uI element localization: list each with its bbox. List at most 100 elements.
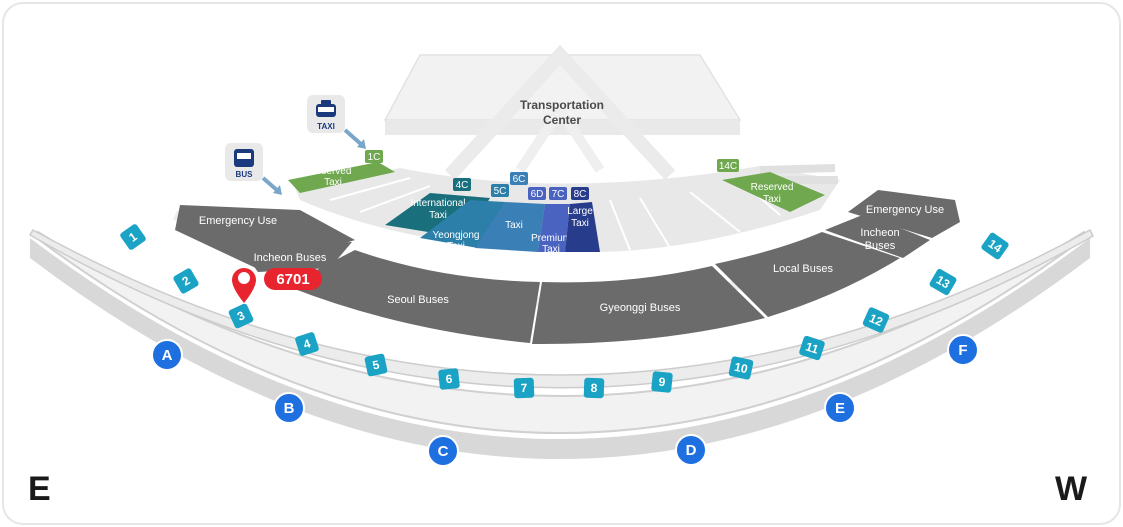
reserved-left-line2: Taxi xyxy=(324,177,342,188)
zone-emergency-right-label: Emergency Use xyxy=(866,204,944,216)
exit-12[interactable]: 12 xyxy=(862,306,890,333)
exit-13[interactable]: 13 xyxy=(928,268,957,296)
door-c-label: C xyxy=(438,443,449,460)
zone-incheon-left-label: Incheon Buses xyxy=(254,252,327,264)
taxi-zones: Reserved Taxi 1C International Taxi 4C Y… xyxy=(288,150,825,255)
large-line1: Large xyxy=(567,206,593,217)
taxi-icon-label: TAXI xyxy=(317,122,335,131)
premium-line2: Taxi xyxy=(542,244,560,255)
tag-8c-label: 8C xyxy=(574,189,587,200)
tag-7c-label: 7C xyxy=(552,189,565,200)
tag-1c xyxy=(365,150,383,163)
exit-2[interactable]: 2 xyxy=(172,267,199,294)
tag-14c-label: 14C xyxy=(719,161,737,172)
zone-incheon-right-line2: Buses xyxy=(865,240,896,252)
reserved-right-line1: Reserved xyxy=(751,182,794,193)
taxi-arrow-head xyxy=(357,139,366,149)
exit-10-label: 10 xyxy=(733,360,749,377)
reserved-left-line1: Reserved xyxy=(309,166,352,177)
zone-large-taxi[interactable] xyxy=(565,202,600,252)
door-b[interactable]: B xyxy=(273,392,305,424)
zone-emergency-right[interactable] xyxy=(848,190,960,238)
zone-premium-taxi[interactable] xyxy=(538,204,570,252)
tag-4c-label: 4C xyxy=(456,180,469,191)
location-marker[interactable]: 6701 xyxy=(232,268,322,303)
zone-emergency-left-label: Emergency Use xyxy=(199,215,277,227)
zone-incheon-right-line1: Incheon xyxy=(860,227,899,239)
exit-4[interactable]: 4 xyxy=(294,331,319,356)
transportation-center[interactable]: Transportation Center xyxy=(383,44,742,180)
door-d-label: D xyxy=(686,442,697,459)
exit-9[interactable]: 9 xyxy=(651,371,673,393)
exit-13-label: 13 xyxy=(934,273,953,292)
zone-local-label: Local Buses xyxy=(773,263,833,275)
tag-6c-label: 6C xyxy=(513,174,526,185)
tag-6c xyxy=(510,172,528,185)
zone-local[interactable] xyxy=(715,232,900,317)
door-d[interactable]: D xyxy=(675,434,707,466)
tag-6d-label: 6D xyxy=(531,189,544,200)
exit-8-label: 8 xyxy=(590,381,597,395)
tag-4c xyxy=(453,178,471,191)
compass-east: E xyxy=(28,470,51,508)
exit-12-label: 12 xyxy=(867,311,885,329)
bus-arrow-head xyxy=(273,185,282,195)
door-a[interactable]: A xyxy=(151,339,183,371)
exit-9-label: 9 xyxy=(658,375,666,390)
exit-5[interactable]: 5 xyxy=(364,353,388,377)
door-f-label: F xyxy=(958,342,967,359)
tag-5c xyxy=(491,184,509,197)
large-line2: Taxi xyxy=(571,218,589,229)
taxi-label: Taxi xyxy=(505,220,523,231)
tag-8c xyxy=(571,187,589,200)
exit-14[interactable]: 14 xyxy=(980,231,1009,260)
exit-6-label: 6 xyxy=(445,372,453,387)
zone-incheon-left[interactable] xyxy=(240,242,352,272)
yeongjong-line2: Taxi xyxy=(447,241,465,252)
premium-line1: Premium xyxy=(531,233,571,244)
door-e[interactable]: E xyxy=(824,392,856,424)
exit-badges: 1 2 3 4 5 6 7 8 9 10 11 12 13 14 xyxy=(119,223,1009,399)
compass-west: W xyxy=(1055,470,1088,508)
taxi-arrow xyxy=(343,128,364,147)
bus-icon-label: BUS xyxy=(236,170,254,179)
reserved-right-line2: Taxi xyxy=(763,194,781,205)
exit-1[interactable]: 1 xyxy=(119,223,147,251)
door-f[interactable]: F xyxy=(947,334,979,366)
international-line1: International xyxy=(410,198,465,209)
transport-center-line2: Center xyxy=(543,113,581,127)
exit-11[interactable]: 11 xyxy=(798,335,825,361)
zone-gyeonggi[interactable] xyxy=(532,266,765,345)
exit-7[interactable]: 7 xyxy=(513,377,535,399)
door-e-label: E xyxy=(835,400,845,417)
bus-arrow xyxy=(261,176,280,193)
door-a-label: A xyxy=(162,347,173,364)
zone-incheon-right[interactable] xyxy=(825,214,930,258)
route-badge xyxy=(264,268,322,290)
exit-6[interactable]: 6 xyxy=(438,368,460,390)
zone-seoul-label: Seoul Buses xyxy=(387,294,449,306)
exit-3[interactable]: 3 xyxy=(228,303,255,330)
tag-14c xyxy=(717,159,739,172)
exit-11-label: 11 xyxy=(804,339,821,356)
exit-10[interactable]: 10 xyxy=(728,356,754,380)
international-line2: Taxi xyxy=(429,210,447,221)
exit-4-label: 4 xyxy=(302,336,313,351)
zone-taxi[interactable] xyxy=(475,202,545,252)
tag-7c xyxy=(549,187,567,200)
map-pin-icon xyxy=(232,268,256,303)
exit-8[interactable]: 8 xyxy=(583,377,605,399)
zone-reserved-taxi-left[interactable] xyxy=(288,162,395,193)
taxi-icon: TAXI xyxy=(307,95,345,133)
zone-reserved-taxi-right[interactable] xyxy=(722,172,825,212)
route-badge-label: 6701 xyxy=(276,271,309,288)
door-badges: A B C D E F xyxy=(151,334,979,467)
tag-6d xyxy=(528,187,546,200)
transport-center-line1: Transportation xyxy=(520,98,604,112)
tag-5c-label: 5C xyxy=(494,186,507,197)
door-c[interactable]: C xyxy=(427,435,459,467)
zone-seoul[interactable] xyxy=(292,250,540,343)
exit-7-label: 7 xyxy=(520,381,527,395)
zone-gyeonggi-label: Gyeonggi Buses xyxy=(600,302,681,314)
